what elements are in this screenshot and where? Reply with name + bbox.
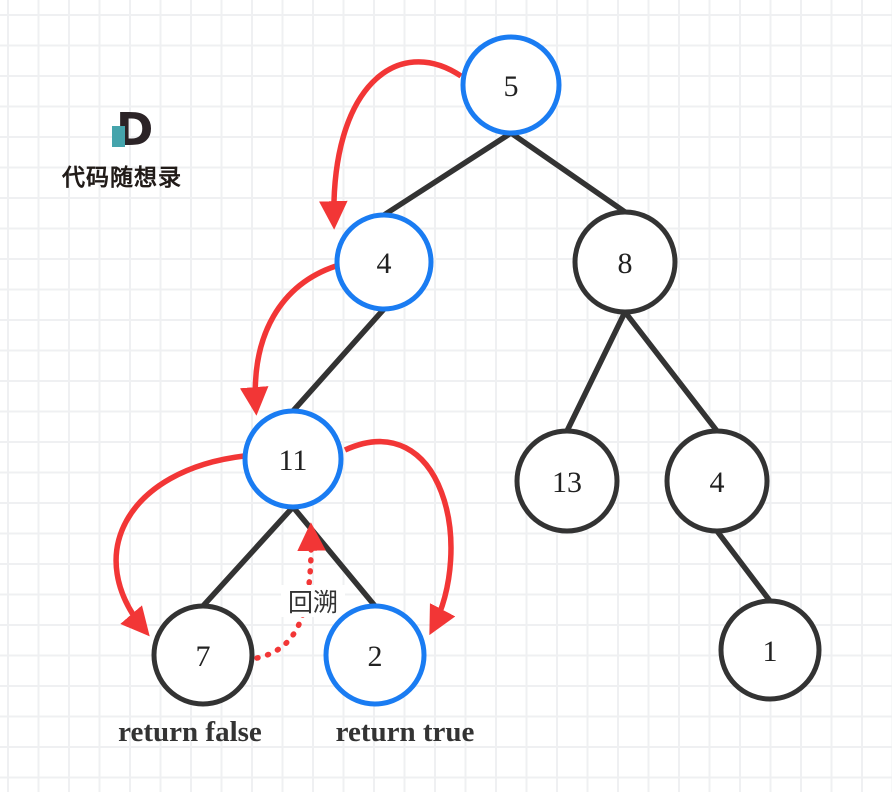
node-value-11: 11 [279,444,308,477]
traversal-arrow-11-to-7 [113,453,245,637]
node-circle-8 [572,209,678,315]
edge-5-4 [381,130,514,218]
node-value-13: 13 [552,466,582,499]
edge-4-11 [290,306,387,414]
node-circle-1 [718,598,822,702]
traversal-arrows [113,59,463,661]
tree-node-5: 5 [460,34,562,136]
edge-8-13 [564,309,628,434]
backtrack-annotation: 回溯 [281,585,345,617]
brand-logo: D 代码随想录 [62,106,232,192]
traversal-arrow-11-to-2 [343,439,456,636]
traversal-arrow-4-to-11 [239,263,337,416]
backtrack-label: 回溯 [288,589,338,617]
tree-node-1: 1 [718,598,822,702]
node-value-5: 5 [504,70,519,103]
backtrack-label-bg [281,585,345,617]
tree-node-2: 2 [323,603,427,707]
edge-8-4 [622,309,720,434]
return-false-label: return false [118,716,262,748]
edge-5-8 [508,130,628,215]
tree-edges [200,130,773,609]
node-circle-11 [242,408,344,510]
node-value-7: 7 [196,640,211,673]
node-value-4-right: 4 [710,466,725,499]
node-circle-4-left [334,212,434,312]
node-circle-7 [151,603,255,707]
brand-name: 代码随想录 [62,165,182,190]
traversal-arrow-5-to-4 [319,59,463,230]
node-circle-13 [514,428,620,534]
tree-node-8: 8 [572,209,678,315]
tree-node-11: 11 [242,408,344,510]
logo-d-icon: D [112,106,153,156]
backtrack-arrow-7-to-11 [254,522,326,661]
tree-node-4-right: 4 [664,428,770,534]
node-value-2: 2 [368,640,383,673]
node-circle-2 [323,603,427,707]
tree-node-4-left: 4 [334,212,434,312]
node-circle-4-right [664,428,770,534]
edge-4-1 [714,528,773,604]
node-value-4-left: 4 [377,247,392,280]
tree-node-13: 13 [514,428,620,534]
edge-11-7 [200,504,296,609]
node-value-1: 1 [763,635,778,668]
return-true-label: return true [336,716,475,748]
node-value-8: 8 [618,247,633,280]
tree-nodes: 5 4 8 11 13 4 [151,34,822,707]
node-circle-5 [460,34,562,136]
logo-teal-block [112,126,125,147]
tree-node-7: 7 [151,603,255,707]
